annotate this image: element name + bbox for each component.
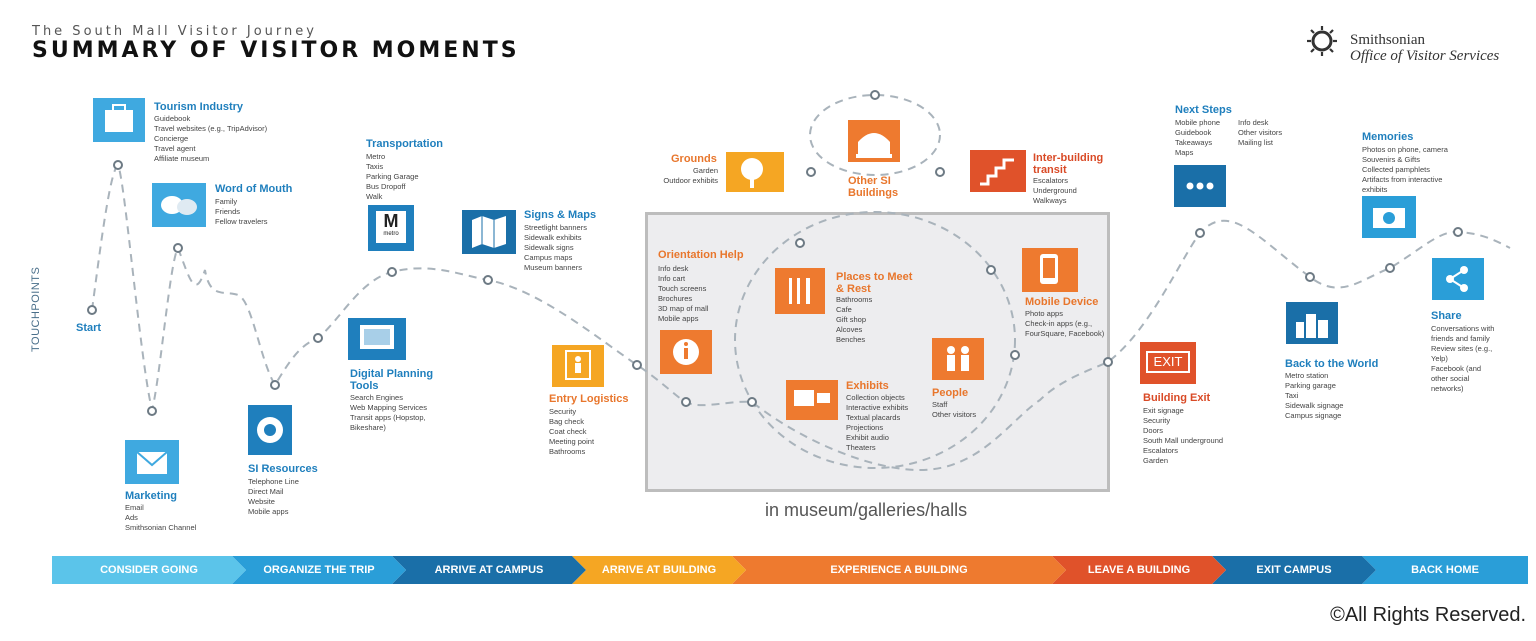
journey-path [87, 90, 1511, 472]
back-world-items: Metro station Parking garage Taxi Sidewa… [1285, 371, 1344, 420]
signs-maps-items: Streetlight banners Sidewalk exhibits Si… [524, 223, 587, 272]
camera-icon [1362, 196, 1416, 238]
orientation-items: Info desk Info cart Touch screens Brochu… [658, 264, 709, 323]
building-exit-items: Exit signage Security Doors South Mall u… [1143, 406, 1224, 465]
grounds-title: Grounds [671, 153, 717, 165]
phase-organize-the-trip: ORGANIZE THE TRIP [232, 556, 406, 584]
orientation-title: Orientation Help [658, 249, 744, 261]
speech-bubbles-icon [152, 183, 206, 227]
ellipsis-bubble-icon [1174, 165, 1226, 207]
people-icon [932, 338, 984, 380]
elevator-person-icon [552, 345, 604, 387]
metro-sign-icon: M metro [368, 205, 414, 251]
phase-experience-a-building: EXPERIENCE A BUILDING [732, 556, 1066, 584]
smithsonian-sun-logo-icon [1307, 26, 1337, 56]
stairs-icon [970, 150, 1026, 192]
tree-icon [726, 152, 784, 192]
marketing-title: Marketing [125, 490, 177, 502]
signs-maps-title: Signs & Maps [524, 209, 597, 221]
digital-planning-title: Digital Planning Tools [350, 368, 434, 392]
start-label: Start [76, 322, 102, 334]
metro-letter: M [383, 211, 399, 231]
exhibits-items: Collection objects Interactive exhibits … [846, 393, 909, 452]
phase-exit-campus: EXIT CAMPUS [1212, 556, 1376, 584]
marketing-items: Email Ads Smithsonian Channel [125, 503, 197, 532]
copyright-notice: ©All Rights Reserved. [1330, 604, 1526, 626]
museum-building-icon [848, 120, 900, 162]
phase-consider-going: CONSIDER GOING [52, 556, 246, 584]
exit-sign-text: EXIT [1146, 351, 1190, 373]
inter-building-title: Inter-building transit [1033, 152, 1104, 176]
exhibits-title: Exhibits [846, 380, 889, 392]
fork-knife-icon [775, 268, 825, 314]
memories-title: Memories [1362, 131, 1414, 143]
word-of-mouth-items: Family Friends Fellow travelers [215, 197, 268, 226]
logo-line-1: Smithsonian [1350, 32, 1426, 48]
logo-line-2: Office of Visitor Services [1350, 48, 1500, 64]
people-items: Staff Other visitors [932, 400, 977, 419]
inter-building-items: Escalators Underground Walkways [1033, 176, 1077, 205]
back-world-title: Back to the World [1285, 358, 1379, 370]
building-exit-title: Building Exit [1143, 392, 1211, 404]
people-title: People [932, 387, 969, 399]
envelope-icon [125, 440, 179, 484]
supertitle: The South Mall Visitor Journey [32, 24, 317, 39]
si-resources-title: SI Resources [248, 463, 318, 475]
sunburst-icon [248, 405, 292, 455]
places-meet-title: Places to Meet & Rest [836, 271, 913, 295]
suitcase-icon [93, 98, 145, 142]
next-steps-title: Next Steps [1175, 104, 1232, 116]
metro-sub-label: metro [383, 231, 399, 237]
map-icon [462, 210, 516, 254]
phase-leave-a-building: LEAVE A BUILDING [1052, 556, 1226, 584]
tourism-title: Tourism Industry [154, 101, 244, 113]
places-meet-items: Bathrooms Cafe Gift shop Alcoves Benches [836, 295, 873, 344]
next-steps-items-left: Mobile phone Guidebook Takeaways Maps [1175, 118, 1221, 157]
page-title: SUMMARY OF VISITOR MOMENTS [32, 38, 520, 63]
tourism-items: Guidebook Travel websites (e.g., TripAdv… [154, 114, 268, 163]
phase-arrive-at-campus: ARRIVE AT CAMPUS [392, 556, 586, 584]
city-skyline-icon [1286, 302, 1338, 344]
transportation-items: Metro Taxis Parking Garage Bus Dropoff W… [366, 152, 419, 201]
share-icon [1432, 258, 1484, 300]
computer-monitor-icon [348, 318, 406, 360]
mobile-phone-icon [1022, 248, 1078, 292]
si-resources-items: Telephone Line Direct Mail Website Mobil… [248, 477, 299, 516]
entry-logistics-title: Entry Logistics [549, 393, 629, 405]
grounds-items: Garden Outdoor exhibits [663, 166, 718, 185]
phase-arrive-at-building: ARRIVE AT BUILDING [572, 556, 746, 584]
word-of-mouth-title: Word of Mouth [215, 183, 293, 195]
memories-items: Photos on phone, camera Souvenirs & Gift… [1362, 145, 1448, 194]
phase-back-home: BACK HOME [1362, 556, 1528, 584]
next-steps-items-right: Info desk Other visitors Mailing list [1238, 118, 1283, 147]
exit-sign-icon: EXIT [1140, 342, 1196, 384]
mobile-device-title: Mobile Device [1025, 296, 1099, 308]
other-si-title: Other SI Buildings [848, 175, 899, 199]
digital-planning-items: Search Engines Web Mapping Services Tran… [350, 393, 427, 432]
entry-logistics-items: Security Bag check Coat check Meeting po… [549, 407, 595, 456]
mobile-device-items: Photo apps Check-in apps (e.g., FourSqua… [1025, 309, 1105, 338]
exhibit-frames-icon [786, 380, 838, 420]
transportation-title: Transportation [366, 138, 444, 150]
info-icon [660, 330, 712, 374]
share-title: Share [1431, 310, 1462, 322]
share-items: Conversations with friends and family Re… [1431, 324, 1495, 393]
gallery-label: in museum/galleries/halls [765, 500, 968, 520]
